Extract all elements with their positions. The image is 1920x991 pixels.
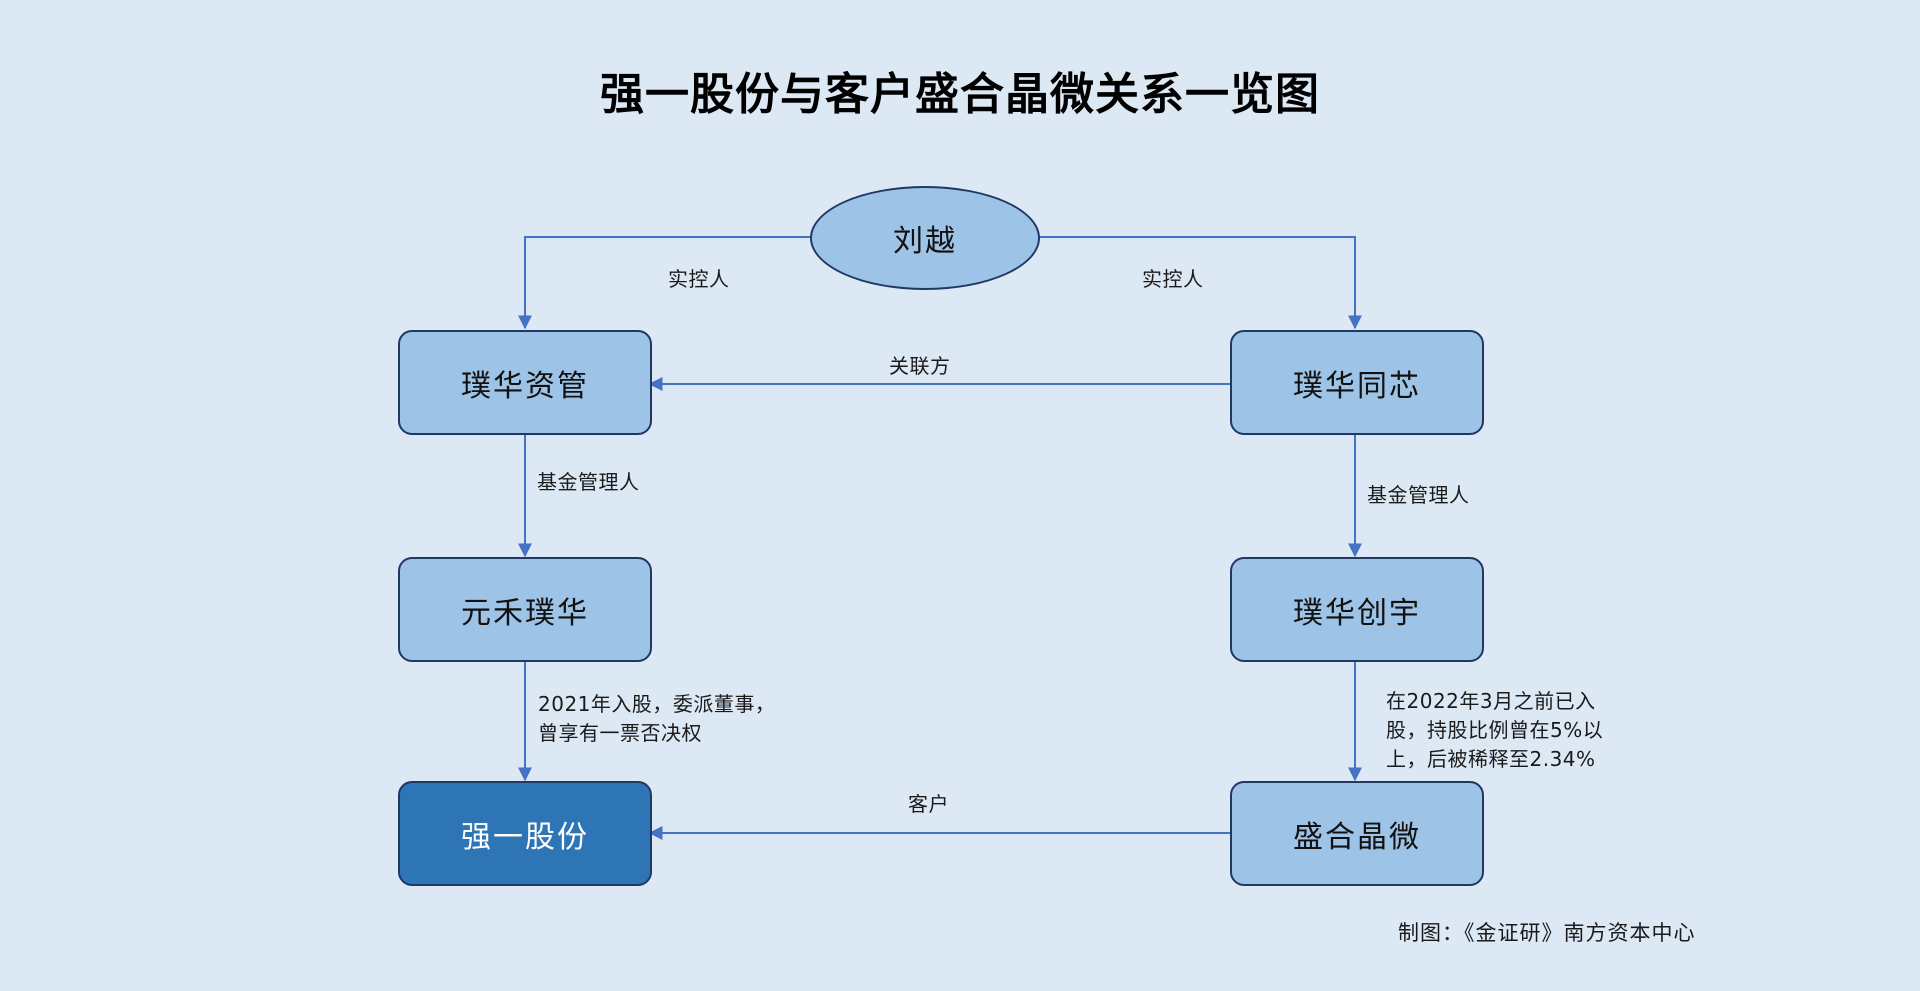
node-left-mid[interactable]: 元禾璞华 — [398, 557, 652, 662]
node-right-bottom[interactable]: 盛合晶微 — [1230, 781, 1484, 886]
node-left-bottom-label: 强一股份 — [461, 819, 589, 855]
node-left-top[interactable]: 璞华资管 — [398, 330, 652, 435]
node-person[interactable]: 刘越 — [810, 186, 1040, 290]
edge-label-left-mid-to-left-bottom: 2021年入股，委派董事， 曾享有一票否决权 — [538, 692, 776, 745]
node-left-top-label: 璞华资管 — [461, 368, 589, 404]
node-left-mid-label: 元禾璞华 — [461, 595, 589, 631]
node-left-bottom[interactable]: 强一股份 — [398, 781, 652, 886]
page-title: 强一股份与客户盛合晶微关系一览图 — [600, 69, 1320, 120]
credit-text: 制图：《金证研》南方资本中心 — [1398, 921, 1696, 945]
edge-label-right-top-to-right-mid: 基金管理人 — [1367, 483, 1470, 507]
node-right-bottom-label: 盛合晶微 — [1293, 819, 1421, 855]
edge-label-right-bottom-to-left-bottom: 客户 — [908, 792, 949, 816]
edge-label-person-to-left-top: 实控人 — [668, 267, 730, 291]
edge-label-person-to-right-top: 实控人 — [1142, 267, 1204, 291]
edge-label-right-top-to-left-top: 关联方 — [889, 354, 951, 378]
node-right-mid-label: 璞华创宇 — [1293, 595, 1421, 631]
node-person-label: 刘越 — [893, 224, 957, 259]
edge-label-right-mid-to-right-bottom: 在2022年3月之前已入 股，持股比例曾在5%以 上，后被稀释至2.34% — [1386, 689, 1604, 771]
node-right-mid[interactable]: 璞华创宇 — [1230, 557, 1484, 662]
node-right-top-label: 璞华同芯 — [1293, 368, 1421, 404]
edge-label-left-top-to-left-mid: 基金管理人 — [537, 470, 640, 494]
node-right-top[interactable]: 璞华同芯 — [1230, 330, 1484, 435]
